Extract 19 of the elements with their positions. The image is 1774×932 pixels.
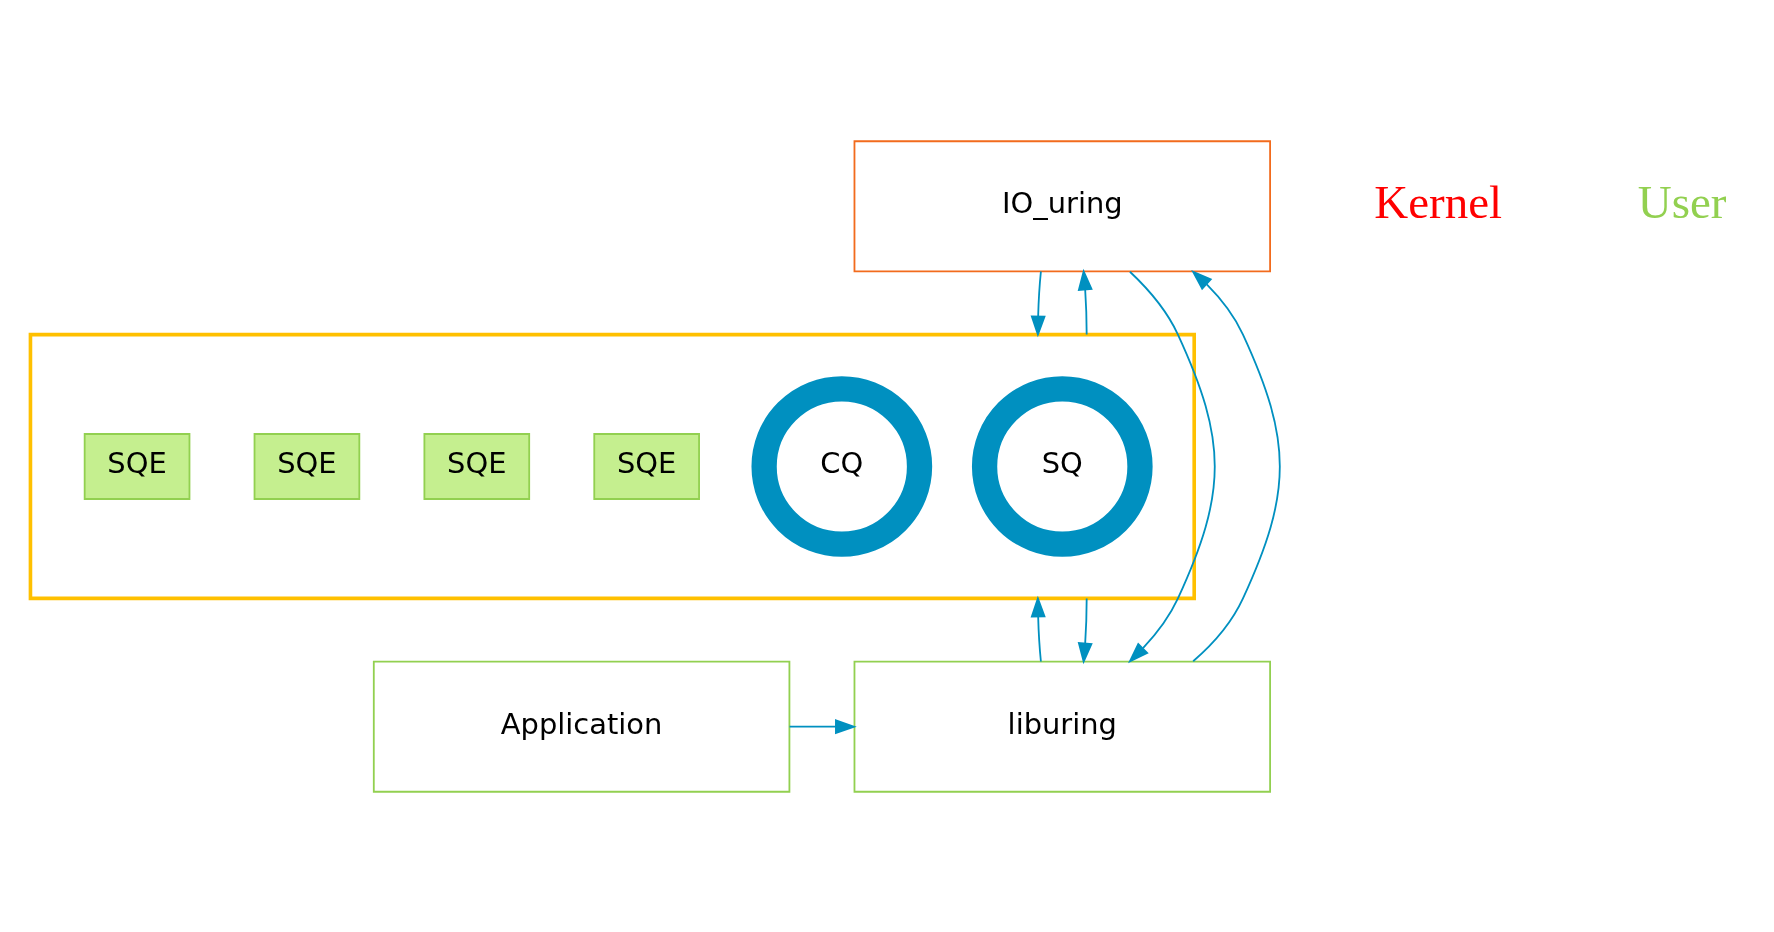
cluster <box>28 332 1196 600</box>
node-box: SQE <box>423 432 531 500</box>
node-circle: CQ <box>751 375 933 557</box>
arrow <box>1030 270 1046 337</box>
node-circle: SQ <box>971 375 1153 557</box>
node-box: liburing <box>853 660 1271 793</box>
arrow <box>1191 269 1281 662</box>
arrow <box>1030 595 1046 662</box>
arrow <box>1077 268 1093 335</box>
arrow <box>788 718 857 734</box>
node-box: Application <box>372 660 791 793</box>
label: Kernel <box>1374 175 1503 228</box>
node-box: SQE <box>253 432 361 500</box>
node-box: SQE <box>593 432 700 500</box>
node-box: IO_uring <box>853 139 1271 272</box>
arrow <box>1128 270 1216 663</box>
arrow <box>1077 597 1093 664</box>
label: User <box>1637 175 1727 228</box>
node-box: SQE <box>83 432 191 500</box>
